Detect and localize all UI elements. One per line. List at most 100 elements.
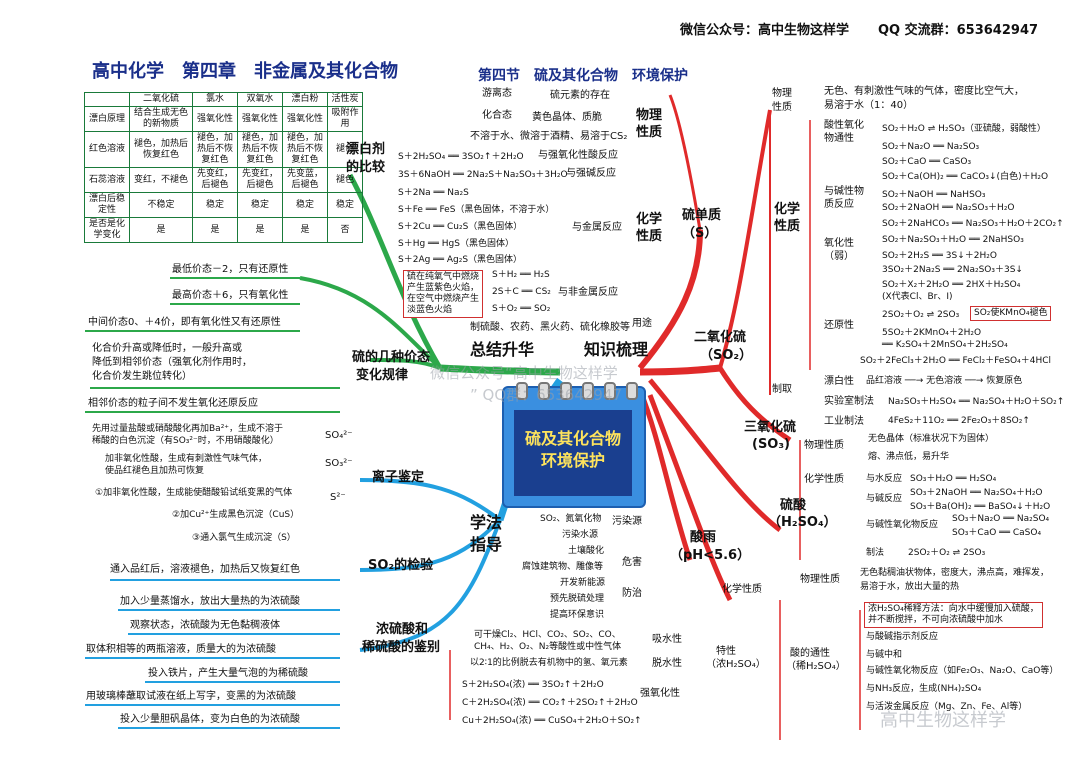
acid-id-item: 投入少量胆矾晶体，变为白色的为浓硫酸 [120, 714, 300, 725]
h2so4-physical-node: 物理性质 [800, 574, 840, 585]
sulfur-burn-line: 在空气中燃烧产生 [407, 294, 480, 304]
valence-item: 最低价态－2，只有还原性 [172, 264, 289, 275]
so3-reaction: SO₃＋Na₂O ══ Na₂SO₄ [952, 514, 1050, 524]
binder-ring [560, 382, 572, 400]
ion-so3-label: SO₃²⁻ [325, 458, 353, 469]
binder-ring [538, 382, 550, 400]
so2-phys-text: 无色、有刺激性气味的气体，密度比空气大， [824, 86, 1024, 97]
h2so4-special-label-line2: （浓H₂SO₄） [706, 659, 766, 670]
sulfur-metal-reaction: S＋2Ag ══ Ag₂S（黑色固体） [398, 255, 523, 265]
acid-id-item: 投入铁片，产生大量气泡的为稀硫酸 [148, 668, 308, 679]
so2-reduc-label: 还原性 [824, 320, 854, 331]
h2so4-special-label: 特性 [716, 646, 736, 657]
so2-check-text: 通入品红后，溶液褪色，加热后又恢复红色 [110, 564, 300, 575]
knowledge-node: 知识梳理 [584, 340, 649, 359]
sulfur-use-label: 用途 [632, 318, 652, 329]
sulfur-reaction-label: 与强碱反应 [566, 168, 616, 179]
sulfur-exist-free: 游离态 [482, 88, 512, 99]
sulfur-metal-reaction: S＋2Na ══ Na₂S [398, 188, 469, 198]
table-header-cell: 二氧化硫 [129, 92, 193, 107]
so2-chemical-node: 化学 [774, 202, 801, 217]
table-header-cell: 活性炭 [327, 92, 363, 107]
table-cell: 稳定 [327, 192, 363, 218]
table-cell: 是 [282, 217, 328, 243]
so2-reaction: (X代表Cl、Br、I) [882, 292, 953, 302]
table-header-row: 二氧化硫 氯水 双氧水 漂白粉 活性炭 [84, 92, 363, 107]
so2-reaction: SO₂＋Na₂O ══ Na₂SO₃ [882, 142, 980, 152]
table-cell: 强氧化性 [192, 106, 238, 132]
table-row: 石蕊溶液 变红，不褪色 先变红，后褪色 先变红，后褪色 先变蓝，后褪色 褪色 [84, 167, 363, 193]
so2-reaction: ══ K₂SO₄＋2MnSO₄＋2H₂SO₄ [882, 340, 1008, 350]
so3-reaction: SO₃＋CaO ══ CaSO₄ [952, 528, 1042, 538]
h2so4-strong-reaction: C＋2H₂SO₄(浓) ══ CO₂↑＋2SO₂↑＋2H₂O [462, 698, 638, 708]
sulfur-reaction-label: 与强氧化性酸反应 [538, 150, 618, 161]
acidrain-harm-item: 腐蚀建筑物、雕像等 [522, 562, 604, 572]
sulfur-reaction: 3S＋6NaOH ══ 2Na₂S＋Na₂SO₃＋3H₂O [398, 170, 568, 180]
table-row: 漂白后稳定性 不稳定 稳定 稳定 稳定 稳定 [84, 192, 363, 218]
table-cell: 是 [129, 217, 193, 243]
table-cell: 是否是化学变化 [84, 217, 130, 243]
acidrain-node-line2: （pH<5.6） [670, 548, 751, 563]
acidrain-prevent-label: 防治 [622, 588, 642, 599]
sulfur-node: 硫单质 [682, 208, 722, 223]
sulfur-physical-node-line2: 性质 [636, 125, 663, 140]
so2-reaction: SO₂＋2FeCl₃＋2H₂O ══ FeCl₂＋FeSO₄＋4HCl [860, 356, 1052, 366]
table-row: 是否是化学变化 是 是 是 是 否 [84, 217, 363, 243]
ion-so4-text: 稀酸的白色沉淀（有SO₃²⁻时，不用硝酸酸化） [92, 436, 279, 446]
table-cell: 是 [237, 217, 283, 243]
sulfur-metal-reaction: S＋2Cu ══ Cu₂S（黑色固体） [398, 222, 523, 232]
so2-oxid-label: 氧化性 [824, 238, 854, 249]
acidrain-prevent-item: 开发新能源 [560, 578, 606, 588]
acidrain-harm-label: 危害 [622, 557, 642, 568]
ion-s2-text: ①加非氧化性酸，生成能使醋酸铅试纸变黑的气体 [95, 488, 293, 498]
table-cell: 不稳定 [129, 192, 193, 218]
acid-id-item: 观察状态，浓硫酸为无色黏稠液体 [130, 620, 280, 631]
sulfur-nonmetal-reaction: 2S＋C ══ CS₂ [492, 287, 551, 297]
table-cell: 稳定 [192, 192, 238, 218]
table-row: 红色溶液 褪色，加热后恢复红色 褪色，加热后不恢复红色 褪色，加热后不恢复红色 … [84, 131, 363, 168]
h2so4-strong-reaction: S＋2H₂SO₄(浓) ══ 3SO₂↑＋2H₂O [462, 680, 604, 690]
so2-reaction: SO₂＋2H₂S ══ 3S↓＋2H₂O [882, 251, 997, 261]
center-title-line1: 硫及其化合物 [524, 429, 621, 448]
so2-chemical-node-line2: 性质 [774, 219, 801, 234]
h2so4-acid-item: 与NH₃反应，生成(NH₄)₂SO₄ [866, 684, 982, 694]
so2-node-line2: （SO₂） [700, 348, 753, 363]
h2so4-absorb-label: 吸水性 [652, 634, 682, 645]
so2-bleach-label: 漂白性 [824, 376, 854, 387]
so2-base-label-line2: 质反应 [824, 199, 854, 210]
acid-id-item: 用玻璃棒蘸取试液在纸上写字，变黑的为浓硫酸 [86, 691, 296, 702]
ion-s2-text: ③通入氯气生成沉淀（S） [192, 533, 296, 543]
sulfur-reaction: S＋2H₂SO₄ ══ 3SO₂↑＋2H₂O [398, 152, 524, 162]
valence-item: 降低到相邻价态（强氧化剂作用时， [92, 357, 252, 368]
h2so4-acid-item: 与碱中和 [866, 650, 903, 660]
sulfur-nonmetal-reaction: S＋O₂ ══ SO₂ [492, 304, 551, 314]
binder-ring [604, 382, 616, 400]
bleach-comparison-table: 二氧化硫 氯水 双氧水 漂白粉 活性炭 漂白原理 结合生成无色的新物质 强氧化性… [84, 92, 363, 243]
acid-id-item: 加入少量蒸馏水，放出大量热的为浓硫酸 [120, 596, 300, 607]
so3-node-line2: (SO₃) [752, 437, 790, 452]
table-cell: 褪色，加热后不恢复红色 [282, 131, 328, 168]
so3-node: 三氧化硫 [744, 420, 797, 435]
so2-bleach-text: 品红溶液 ──→ 无色溶液 ──→ 恢复原色 [866, 376, 1023, 386]
h2so4-acid-item: 与酸碱指示剂反应 [866, 632, 939, 642]
so2-prep-label: 制取 [772, 384, 792, 395]
table-cell: 变红，不褪色 [129, 167, 193, 193]
so2-oxid-label-line2: （弱） [824, 251, 854, 262]
acid-id-node-line2: 稀硫酸的鉴别 [362, 640, 441, 655]
sulfur-use-text: 制硫酸、农药、黑火药、硫化橡胶等 [470, 322, 630, 333]
table-header-cell: 漂白粉 [282, 92, 328, 107]
table-cell: 稳定 [237, 192, 283, 218]
acid-id-node: 浓硫酸和 [376, 622, 429, 637]
h2so4-dilute-line: 并不断搅拌，不可向浓硫酸中加水 [868, 615, 1004, 625]
so2-reaction: SO₂＋Ca(OH)₂ ══ CaCO₃↓(白色)＋H₂O [882, 172, 1049, 182]
acid-id-item: 取体积相等的两瓶溶液，质量大的为浓硫酸 [86, 644, 276, 655]
valence-node-line2: 变化规律 [356, 368, 409, 383]
watermark-text: 微信公众号“高中生物这样学 [430, 364, 618, 382]
acidrain-source-label: 污染源 [612, 516, 642, 527]
sulfur-chemical-node: 化学 [636, 212, 663, 227]
sulfur-node-line2: （S） [682, 226, 718, 241]
acidrain-harm-item: 污染水源 [562, 530, 599, 540]
h2so4-node: 硫酸 [780, 498, 807, 513]
so2-physical-node: 物理 [772, 88, 792, 99]
table-cell: 漂白原理 [84, 106, 130, 132]
